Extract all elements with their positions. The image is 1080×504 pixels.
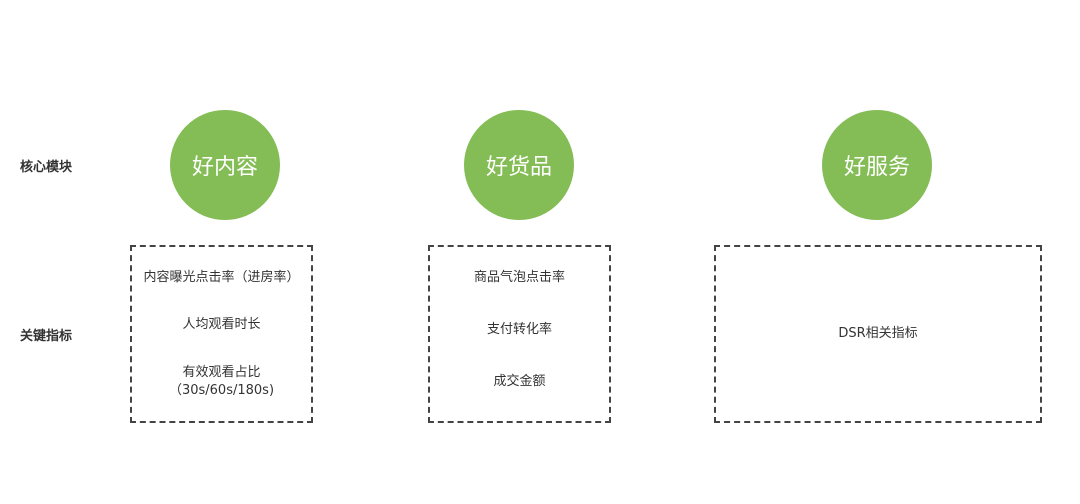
metric-item: （30s/60s/180s) xyxy=(168,383,275,398)
metric-item: 成交金额 xyxy=(493,374,546,389)
module-circle-service: 好服务 xyxy=(822,110,932,220)
module-title: 好服务 xyxy=(843,155,910,180)
metric-item: 支付转化率 xyxy=(486,322,552,337)
metric-item: 有效观看占比 xyxy=(182,365,261,380)
metrics-box-goods: 商品气泡点击率 支付转化率 成交金额 xyxy=(428,245,611,423)
metrics-box-content: 内容曝光点击率（进房率） 人均观看时长 有效观看占比 （30s/60s/180s… xyxy=(130,245,313,423)
module-title: 好货品 xyxy=(485,155,552,180)
metric-item: 内容曝光点击率（进房率） xyxy=(143,270,300,285)
module-circle-content: 好内容 xyxy=(170,110,280,220)
row-label-metrics: 关键指标 xyxy=(20,329,73,344)
metric-item: DSR相关指标 xyxy=(838,326,918,341)
module-circle-goods: 好货品 xyxy=(464,110,574,220)
metrics-box-service: DSR相关指标 xyxy=(714,245,1042,423)
module-title: 好内容 xyxy=(191,155,258,180)
metric-item: 商品气泡点击率 xyxy=(473,270,565,285)
row-label-modules: 核心模块 xyxy=(20,160,73,175)
metric-item: 人均观看时长 xyxy=(182,317,261,332)
